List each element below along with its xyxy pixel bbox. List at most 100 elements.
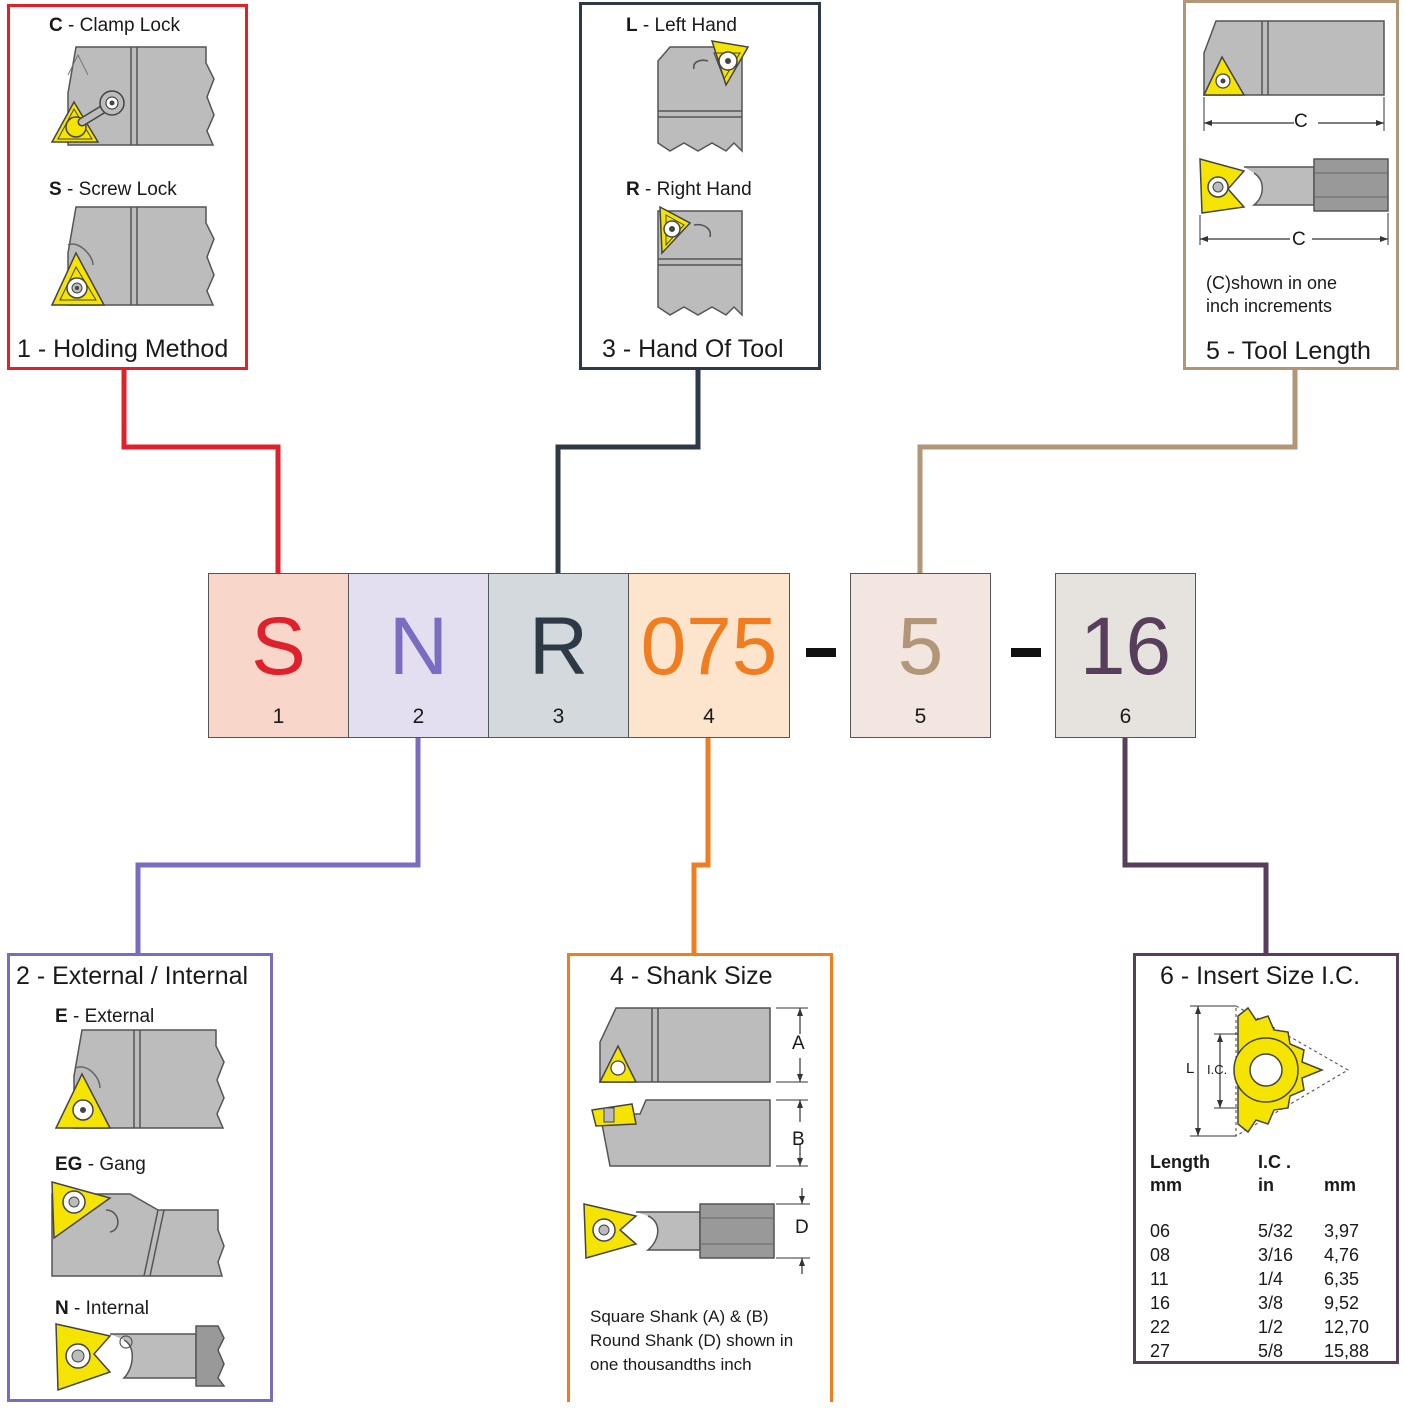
ic-mm-cell: 9,52 xyxy=(1324,1293,1360,1313)
left-hand-tool-icon xyxy=(657,40,750,153)
hand-of-tool-box: L - Left Hand R - Right Hand 3 - Hand Of… xyxy=(579,2,821,370)
code-cell-5: 5 5 xyxy=(850,573,991,738)
ic-mm-cell: 6,35 xyxy=(1324,1269,1360,1289)
external-tool-icon xyxy=(54,1029,225,1129)
square-shank-a-icon xyxy=(598,1007,808,1083)
dim-label-d: D xyxy=(795,1217,809,1238)
code-cell-6: 16 6 xyxy=(1055,573,1196,738)
code-pos-5: 5 xyxy=(914,705,927,728)
option-screw-lock: S - Screw Lock xyxy=(49,179,177,200)
length-cell: 06 xyxy=(1150,1221,1171,1241)
insert-dimension-icon xyxy=(1190,1005,1349,1137)
shank-size-box: 4 - Shank Size A B xyxy=(567,953,833,1402)
option-gang: EG - Gang xyxy=(55,1154,146,1175)
header-length-unit: mm xyxy=(1150,1175,1183,1195)
length-cell: 11 xyxy=(1150,1269,1169,1289)
table-row: 22 1/2 12,70 xyxy=(1150,1317,1390,1341)
header-length: Length xyxy=(1150,1152,1210,1172)
holding-method-title: 1 - Holding Method xyxy=(17,335,229,363)
ic-mm-cell: 12,70 xyxy=(1324,1317,1370,1337)
code-cell-3: R 3 xyxy=(488,573,629,738)
external-internal-box: 2 - External / Internal E - External EG … xyxy=(7,953,273,1402)
code-char-shank: 075 xyxy=(640,601,778,692)
header-ic: I.C . xyxy=(1258,1152,1292,1172)
ic-in-cell: 5/8 xyxy=(1258,1341,1284,1361)
ic-mm-cell: 3,97 xyxy=(1324,1221,1360,1241)
internal-tool-icon xyxy=(55,1323,226,1392)
tool-length-box: C C (C)shown in one inch increments 5 - … xyxy=(1183,0,1399,370)
table-row: 16 3/8 9,52 xyxy=(1150,1293,1390,1317)
code-pos-3: 3 xyxy=(552,705,565,728)
connector-external xyxy=(135,738,421,953)
code-char-length: 5 xyxy=(897,601,944,692)
table-row: 27 5/8 15,88 xyxy=(1150,1341,1390,1365)
clamp-lock-tool-icon xyxy=(50,46,215,146)
length-cell: 16 xyxy=(1150,1293,1171,1313)
option-internal: N - Internal xyxy=(55,1298,149,1319)
ic-in-cell: 3/16 xyxy=(1258,1245,1294,1265)
table-row: 06 5/32 3,97 xyxy=(1150,1221,1390,1245)
holding-method-box: C - Clamp Lock S - Screw Lock 1 - Holdin… xyxy=(7,4,248,370)
dim-label-ic: I.C. xyxy=(1207,1062,1228,1077)
option-left-hand: L - Left Hand xyxy=(626,15,737,36)
shank-note-line2: Round Shank (D) shown in xyxy=(590,1331,794,1350)
tool-length-title: 5 - Tool Length xyxy=(1206,337,1371,365)
tool-length-square-icon xyxy=(1202,20,1385,131)
shank-size-title: 4 - Shank Size xyxy=(610,962,773,990)
code-char-insert: 16 xyxy=(1079,601,1172,692)
ic-mm-cell: 15,88 xyxy=(1324,1341,1370,1361)
separator-dash-2 xyxy=(1011,648,1041,657)
insert-size-title: 6 - Insert Size I.C. xyxy=(1160,962,1361,990)
tool-length-note-line2: inch increments xyxy=(1206,296,1333,316)
dim-label-b: B xyxy=(792,1129,805,1150)
option-external: E - External xyxy=(55,1006,155,1027)
separator-dash-1 xyxy=(806,648,836,657)
tool-length-round-icon xyxy=(1199,158,1389,245)
dim-label-l: L xyxy=(1186,1060,1195,1077)
ic-mm-cell: 4,76 xyxy=(1324,1245,1360,1265)
connector-hand xyxy=(555,369,701,573)
ic-in-cell: 1/4 xyxy=(1258,1269,1284,1289)
square-shank-b-icon xyxy=(591,1099,808,1167)
ic-in-cell: 1/2 xyxy=(1258,1317,1284,1337)
hand-of-tool-title: 3 - Hand Of Tool xyxy=(602,335,784,363)
header-ic-unit-mm: mm xyxy=(1324,1175,1357,1195)
code-pos-4: 4 xyxy=(703,705,715,728)
dim-label-c-1: C xyxy=(1294,111,1308,132)
code-cell-4: 075 4 xyxy=(628,573,790,738)
connector-shank xyxy=(691,738,711,953)
table-row: 11 1/4 6,35 xyxy=(1150,1269,1390,1293)
code-pos-6: 6 xyxy=(1119,705,1132,728)
insert-size-box: 6 - Insert Size I.C. L I.C. Length mm I.… xyxy=(1133,953,1399,1364)
tool-length-note-line1: (C)shown in one xyxy=(1206,273,1338,293)
ic-in-cell: 5/32 xyxy=(1258,1221,1294,1241)
screw-lock-tool-icon xyxy=(50,206,215,306)
connector-length xyxy=(917,369,1298,573)
dim-label-c-2: C xyxy=(1292,229,1306,250)
dim-label-a: A xyxy=(792,1033,805,1054)
code-cell-1: S 1 xyxy=(208,573,349,738)
shank-note-line1: Square Shank (A) & (B) xyxy=(590,1307,769,1326)
length-cell: 08 xyxy=(1150,1245,1171,1265)
code-pos-2: 2 xyxy=(412,705,425,728)
shank-note-line3: one thousandths inch xyxy=(590,1355,752,1374)
code-cell-2: N 2 xyxy=(348,573,489,738)
right-hand-tool-icon xyxy=(657,205,743,317)
length-cell: 27 xyxy=(1150,1341,1171,1361)
code-char-external: N xyxy=(388,601,449,692)
table-row: 08 3/16 4,76 xyxy=(1150,1245,1390,1269)
option-right-hand: R - Right Hand xyxy=(626,179,752,200)
code-pos-1: 1 xyxy=(272,705,285,728)
round-shank-d-icon xyxy=(583,1188,810,1274)
code-char-hand: R xyxy=(528,601,589,692)
connector-holding xyxy=(121,369,281,573)
external-internal-title: 2 - External / Internal xyxy=(16,962,249,990)
ic-in-cell: 3/8 xyxy=(1258,1293,1284,1313)
code-char-holding: S xyxy=(251,601,306,692)
connector-insert xyxy=(1122,738,1269,953)
option-clamp-lock: C - Clamp Lock xyxy=(49,15,180,36)
header-ic-unit-in: in xyxy=(1258,1175,1274,1195)
gang-tool-icon xyxy=(51,1181,225,1277)
length-cell: 22 xyxy=(1150,1317,1171,1337)
